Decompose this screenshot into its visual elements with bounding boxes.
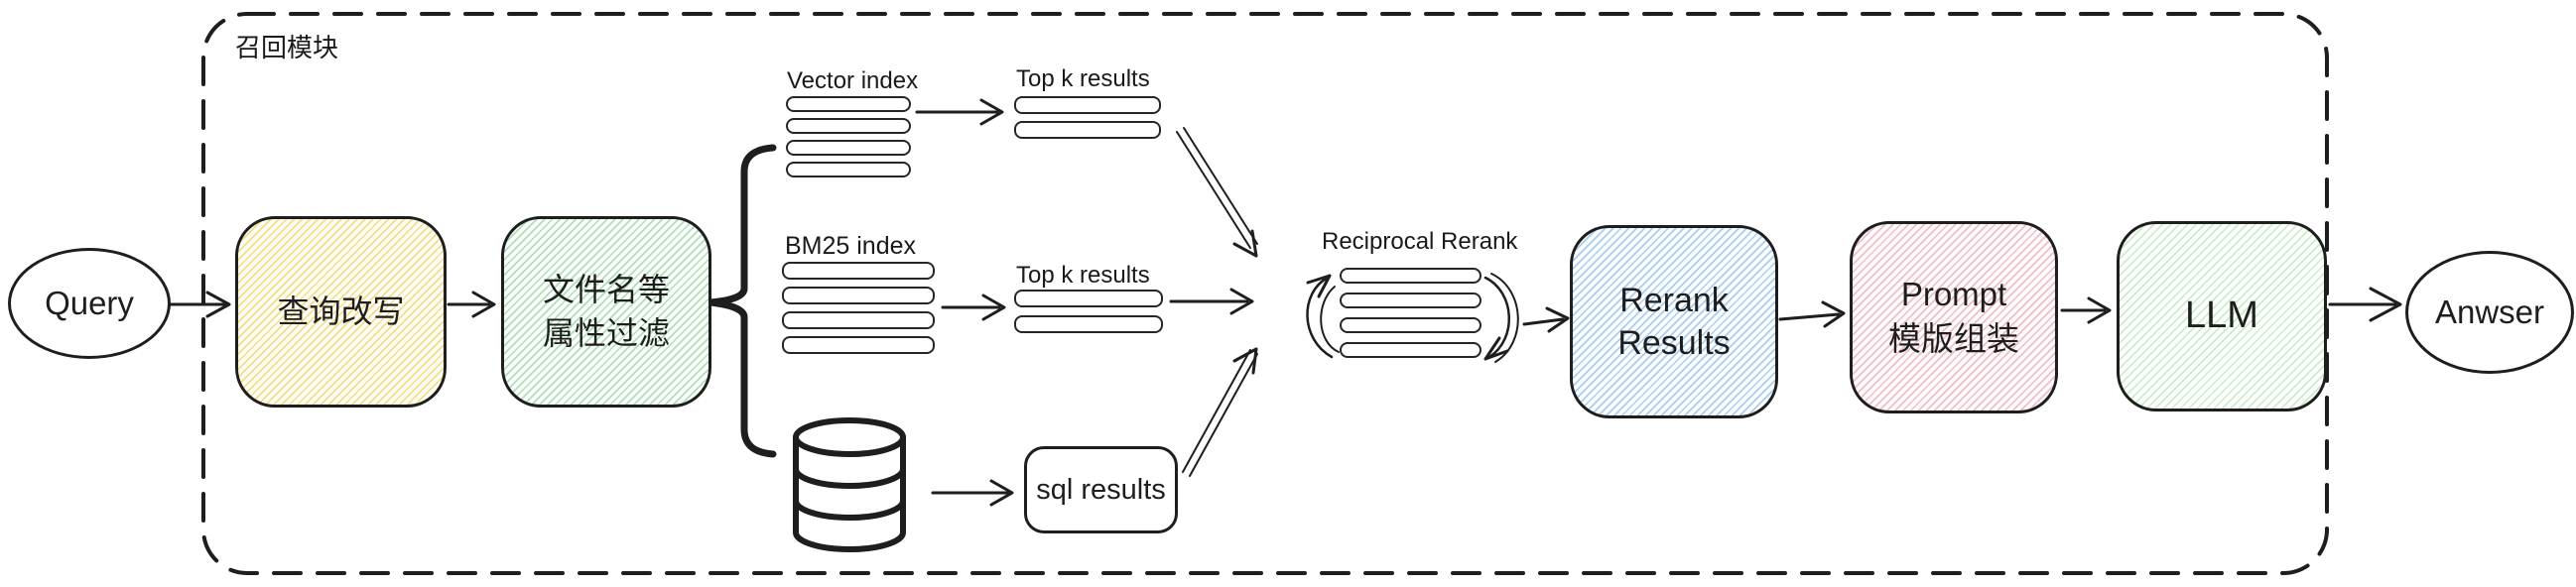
stack-bar	[782, 336, 935, 354]
arrow-vector-to-topk	[915, 98, 1004, 126]
reciprocal-cycle-left-arrow	[1306, 274, 1340, 359]
arrow-query-to-rewrite	[169, 291, 231, 318]
topk-vector-label: Top k results	[1016, 65, 1150, 92]
reciprocal-cycle-right-arrow	[1483, 273, 1519, 363]
stack-bar	[1014, 96, 1161, 114]
query-node: Query	[8, 248, 171, 359]
stack-bar	[1340, 342, 1481, 358]
recall-module-label: 召回模块	[235, 33, 339, 62]
topk-vector-stack	[1014, 96, 1161, 139]
rerank-results-label: Rerank Results	[1617, 282, 1731, 362]
bm25-index-stack	[782, 262, 935, 354]
stack-bar	[786, 162, 911, 177]
llm-node: LLM	[2117, 221, 2327, 411]
arrow-prompt-to-llm	[2060, 296, 2112, 324]
arrow-llm-to-answer	[2328, 287, 2402, 322]
reciprocal-rerank-stack	[1340, 268, 1481, 358]
stack-bar	[1014, 290, 1163, 307]
arrow-rerank-to-prompt	[1778, 300, 1846, 328]
arrow-reciprocal-to-rerank	[1522, 306, 1570, 333]
answer-label: Anwser	[2434, 294, 2545, 330]
llm-label: LLM	[2185, 294, 2258, 337]
reciprocal-rerank-label: Reciprocal Rerank	[1322, 228, 1518, 255]
stack-bar	[782, 311, 935, 329]
recall-module-boundary	[201, 12, 2329, 575]
arrow-topk-vector-diagonal	[1176, 127, 1258, 258]
query-label: Query	[45, 285, 134, 321]
stack-bar	[782, 287, 935, 304]
rerank-results-node: Rerank Results	[1570, 225, 1778, 418]
stack-bar	[786, 140, 911, 156]
attribute-filter-node: 文件名等 属性过滤	[501, 216, 711, 408]
stack-bar	[1014, 315, 1163, 333]
arrow-topk-to-merge	[1169, 288, 1254, 315]
arrow-db-to-sql	[931, 479, 1014, 507]
vector-index-stack	[786, 96, 911, 177]
stack-bar	[1340, 268, 1481, 284]
stack-bar	[786, 118, 911, 134]
arrow-bm25-to-topk	[941, 294, 1006, 321]
vector-index-label: Vector index	[787, 67, 919, 94]
prompt-assembly-node: Prompt 模版组装	[1850, 221, 2058, 413]
stack-bar	[786, 96, 911, 112]
arrow-rewrite-to-filter	[447, 291, 496, 318]
bm25-index-label: BM25 index	[785, 232, 917, 260]
topk-bm25-label: Top k results	[1016, 262, 1150, 289]
stack-bar	[1340, 317, 1481, 333]
database-icon	[793, 417, 906, 552]
attribute-filter-label: 文件名等 属性过滤	[542, 272, 670, 351]
sql-results-node: sql results	[1024, 446, 1178, 533]
arrow-sql-diagonal	[1182, 347, 1258, 477]
query-rewrite-label: 查询改写	[277, 293, 405, 329]
stack-bar	[1340, 293, 1481, 308]
query-rewrite-node: 查询改写	[235, 216, 447, 408]
sql-results-label: sql results	[1036, 473, 1166, 506]
answer-node: Anwser	[2405, 251, 2574, 374]
prompt-assembly-label: Prompt 模版组装	[1888, 276, 2019, 357]
topk-bm25-stack	[1014, 290, 1163, 333]
stack-bar	[782, 262, 935, 280]
stack-bar	[1014, 121, 1161, 139]
branch-brace	[707, 144, 777, 458]
